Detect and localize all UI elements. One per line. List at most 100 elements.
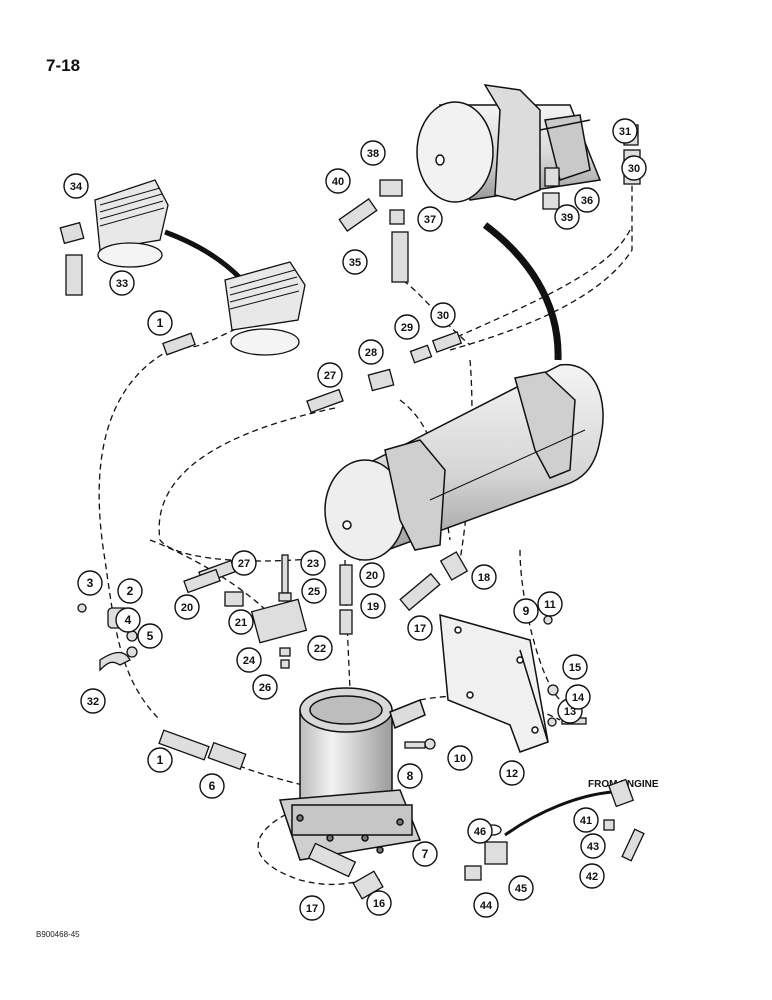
compressor-head-lower [224,261,306,356]
fitting-6 [207,741,247,771]
fitting-29 [409,344,433,364]
fitting-30-lower [431,331,463,353]
washer-15 [547,684,559,696]
callout-circle [417,206,443,232]
callout-number-1: 1 [157,753,164,767]
callout-number-27: 27 [324,370,336,382]
callout-number-46: 46 [474,826,486,838]
fitting-39 [542,192,560,210]
compressor-head-upper [94,179,169,268]
callout-circle [513,598,539,624]
callout-circle [565,684,591,710]
fitting-18 [439,551,469,581]
callout-circle [80,688,106,714]
fitting-19 [339,609,353,635]
fitting-28 [367,368,395,392]
callout-number-14: 14 [572,692,585,704]
hose-42 [621,828,645,862]
fitting-1-lower [158,729,210,761]
callout-circle [199,773,225,799]
fitting-25 [278,592,292,602]
fitting-44 [464,865,482,881]
callout-circle [77,570,103,596]
callout-number-32: 32 [87,696,99,708]
callout-circle [360,593,386,619]
callout-number-30: 30 [628,163,640,175]
callout-number-1: 1 [157,316,164,330]
callout-number-20: 20 [181,602,193,614]
callout-circle [359,562,385,588]
callout-number-38: 38 [367,148,379,160]
fitting-38 [379,179,403,197]
callout-circle [621,155,647,181]
callout-circle [562,654,588,680]
page-number: 7-18 [46,56,81,75]
elbow-45 [484,841,508,865]
fitting-43 [603,819,615,831]
fitting-40 [338,198,378,232]
figure-code: B900468-45 [36,930,80,939]
callout-circle [317,362,343,388]
callout-number-21: 21 [235,617,247,629]
callout-circle [147,747,173,773]
fitting-17-lower [307,842,357,878]
callout-number-3: 3 [87,576,94,590]
callout-circle [580,833,606,859]
callout-circle [430,302,456,328]
bolt-8 [404,741,426,749]
callout-number-40: 40 [332,176,344,188]
clamp-32 [99,651,131,672]
callout-number-35: 35 [349,257,361,269]
washer-11 [543,615,553,625]
callout-circle [573,807,599,833]
fitting-41 [607,778,635,808]
callout-number-33: 33 [116,278,128,290]
fitting-26 [280,659,290,669]
callout-number-43: 43 [587,841,599,853]
fitting-1-upper [162,332,196,356]
callout-circle [252,674,278,700]
callout-number-4: 4 [125,613,132,627]
callout-circle [508,875,534,901]
callout-circle [394,314,420,340]
callout-number-18: 18 [478,572,490,584]
callout-number-8: 8 [407,769,414,783]
upper-air-tank [416,84,602,203]
fitting-17-upper [399,572,441,612]
callout-number-9: 9 [523,604,530,618]
mounting-plate [439,613,549,753]
callout-number-6: 6 [209,779,216,793]
callout-circle [467,818,493,844]
valve-22 [250,598,308,644]
callout-circle [137,623,163,649]
callout-number-34: 34 [70,181,83,193]
callout-number-13: 13 [564,706,576,718]
callout-number-28: 28 [365,347,377,359]
callout-circle [447,745,473,771]
callout-number-31: 31 [619,126,631,138]
air-dryer [278,687,426,861]
callout-circle [147,310,173,336]
callout-number-41: 41 [580,815,592,827]
callout-circle [342,249,368,275]
callout-circle [471,564,497,590]
callout-circle [412,841,438,867]
fitting-36 [544,167,560,187]
washer-10 [424,738,436,750]
callout-circle [109,270,135,296]
callout-number-16: 16 [373,898,385,910]
fitting-27-upper [306,388,344,414]
fitting-20-left [183,568,221,594]
callout-number-39: 39 [561,212,573,224]
callout-number-11: 11 [544,599,556,611]
callout-circle [537,591,563,617]
callout-circle [473,892,499,918]
callout-number-27: 27 [238,558,250,570]
fitting-35 [391,231,409,283]
fitting-21 [224,591,244,607]
callout-circle [228,609,254,635]
callout-number-42: 42 [586,871,598,883]
callout-circle [366,890,392,916]
callout-circle [360,140,386,166]
